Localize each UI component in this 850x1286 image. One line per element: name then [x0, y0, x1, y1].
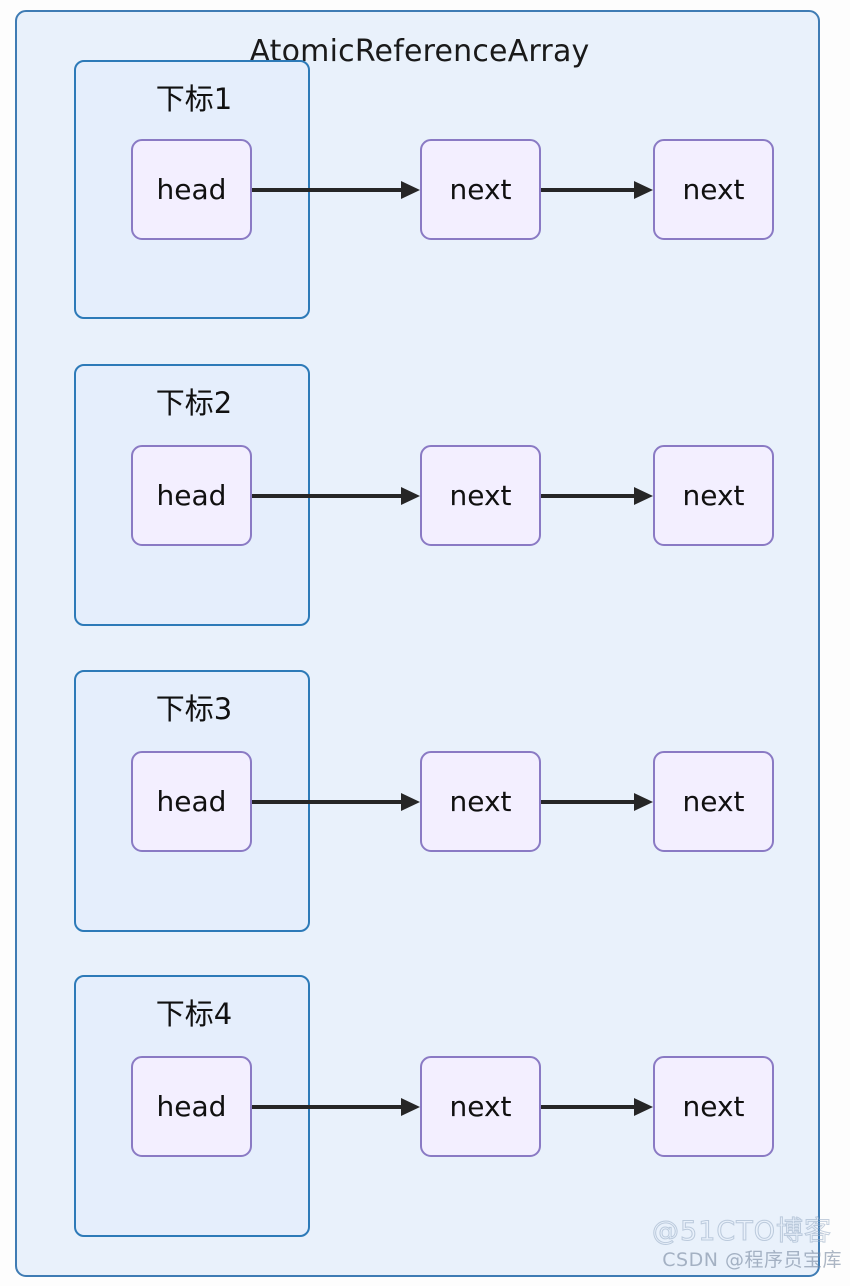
arrow-shaft — [252, 800, 401, 804]
group-3-next-node-2: next — [653, 751, 774, 852]
arrowhead-icon — [401, 1098, 420, 1116]
arrowhead-icon — [634, 181, 653, 199]
arrowhead-icon — [401, 793, 420, 811]
group-1-arrow-next1-to-next2 — [541, 181, 653, 199]
arrow-shaft — [541, 188, 634, 192]
arrow-shaft — [252, 494, 401, 498]
index-group-2-label: 下标2 — [155, 386, 233, 420]
index-group-3-label: 下标3 — [155, 692, 233, 726]
group-4-arrow-next1-to-next2 — [541, 1098, 653, 1116]
arrow-shaft — [541, 800, 634, 804]
group-1-head-node: head — [131, 139, 252, 240]
group-1-arrow-head-to-next1 — [252, 181, 420, 199]
group-4-next-node-2: next — [653, 1056, 774, 1157]
atomic-reference-array-container: AtomicReferenceArray 下标1 head next next … — [15, 10, 820, 1277]
group-4-head-node: head — [131, 1056, 252, 1157]
group-3-next-node-1: next — [420, 751, 541, 852]
arrowhead-icon — [634, 1098, 653, 1116]
arrow-shaft — [541, 494, 634, 498]
group-4-arrow-head-to-next1 — [252, 1098, 420, 1116]
group-3-arrow-next1-to-next2 — [541, 793, 653, 811]
arrowhead-icon — [634, 793, 653, 811]
arrowhead-icon — [634, 487, 653, 505]
group-4-next-node-1: next — [420, 1056, 541, 1157]
index-group-4-label: 下标4 — [155, 997, 233, 1031]
arrow-shaft — [252, 188, 401, 192]
arrowhead-icon — [401, 487, 420, 505]
group-2-next-node-2: next — [653, 445, 774, 546]
group-2-head-node: head — [131, 445, 252, 546]
group-3-arrow-head-to-next1 — [252, 793, 420, 811]
group-2-next-node-1: next — [420, 445, 541, 546]
group-2-arrow-next1-to-next2 — [541, 487, 653, 505]
index-group-1-label: 下标1 — [155, 82, 233, 116]
arrow-shaft — [252, 1105, 401, 1109]
arrowhead-icon — [401, 181, 420, 199]
group-3-head-node: head — [131, 751, 252, 852]
group-1-next-node-2: next — [653, 139, 774, 240]
group-1-next-node-1: next — [420, 139, 541, 240]
group-2-arrow-head-to-next1 — [252, 487, 420, 505]
arrow-shaft — [541, 1105, 634, 1109]
